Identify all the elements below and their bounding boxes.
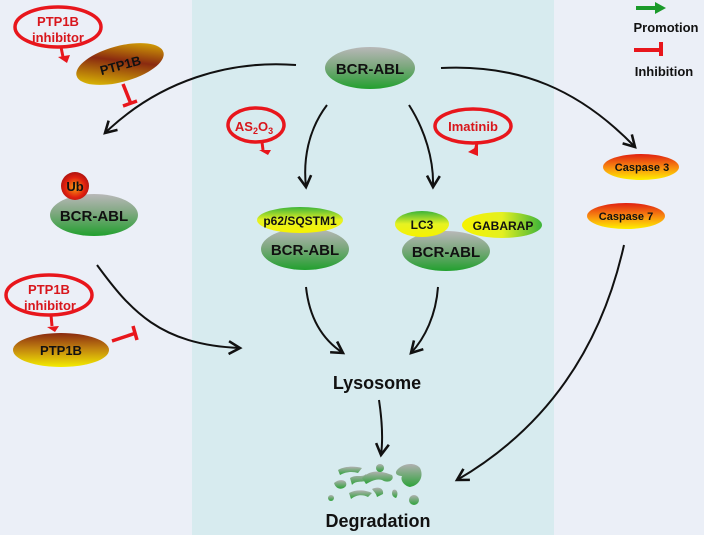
imatinib-label: Imatinib xyxy=(448,119,498,134)
inhibition-bar-icon xyxy=(121,83,138,108)
ub-label: Ub xyxy=(66,179,83,194)
bcr-abl-ub-label: BCR-ABL xyxy=(60,208,128,225)
promotion-arrow-icon xyxy=(636,2,666,14)
p62-label: p62/SQSTM1 xyxy=(263,214,337,228)
legend-inhibition-label: Inhibition xyxy=(635,64,694,79)
as2o3-inhibitor: AS2O3 xyxy=(226,106,286,155)
ptp1b-bottom-label: PTP1B xyxy=(40,343,82,358)
pathway-arrows xyxy=(96,63,637,482)
ptp1b-inhibitor-top-line2: inhibitor xyxy=(32,30,84,45)
ptp1b-inhibitor-bottom: PTP1B inhibitor xyxy=(4,273,94,332)
ptp1b-node-top: PTP1B xyxy=(76,43,164,85)
ptp1b-inhibitor-bottom-line2: inhibitor xyxy=(24,298,76,313)
arrow-bcrabl-to-lc3 xyxy=(408,104,441,190)
degradation-label: Degradation xyxy=(325,511,430,531)
lc3-label: LC3 xyxy=(411,218,434,232)
legend: Promotion Inhibition xyxy=(634,2,699,79)
inhibitor-arrow-icon xyxy=(468,142,479,156)
lc3-node: LC3 xyxy=(395,211,449,237)
legend-promotion-label: Promotion xyxy=(634,20,699,35)
arrow-bcrabl-to-p62 xyxy=(297,104,328,190)
degradation-fragments-icon xyxy=(328,464,422,505)
inhibitor-arrow-icon xyxy=(259,141,271,155)
caspase7-label: Caspase 7 xyxy=(599,211,653,223)
ptp1b-inhibitor-top: PTP1B inhibitor xyxy=(13,5,103,63)
ptp1b-inhibitor-top-line1: PTP1B xyxy=(37,14,79,29)
gabarap-label: GABARAP xyxy=(473,219,534,233)
p62-node: p62/SQSTM1 xyxy=(257,207,343,233)
ubiquitin-node: Ub xyxy=(61,172,89,200)
bcr-abl-lc3-node: BCR-ABL xyxy=(402,231,490,271)
arrow-bcrabl-to-ub xyxy=(103,63,297,135)
bcr-abl-p62-label: BCR-ABL xyxy=(271,242,339,259)
bcr-abl-ub-node: BCR-ABL xyxy=(50,194,138,236)
left-panel xyxy=(0,0,192,535)
ptp1b-inhibitor-bottom-line1: PTP1B xyxy=(28,282,70,297)
lysosome-label: Lysosome xyxy=(333,373,421,393)
bcr-abl-top-label: BCR-ABL xyxy=(336,61,404,78)
ptp1b-node-bottom: PTP1B xyxy=(13,333,109,367)
inhibition-bar-icon xyxy=(111,325,139,343)
inhibitor-arrow-icon xyxy=(47,314,59,332)
bcr-abl-lc3-label: BCR-ABL xyxy=(412,244,480,261)
as2o3-label: AS2O3 xyxy=(235,119,273,136)
caspase3-label: Caspase 3 xyxy=(615,162,669,174)
arrow-caspase7-to-degradation xyxy=(454,244,625,482)
caspase7-node: Caspase 7 xyxy=(587,203,665,229)
arrow-ub-to-lysosome xyxy=(96,264,243,356)
right-panel xyxy=(554,0,704,535)
inhibition-bar-icon xyxy=(634,42,663,56)
arrow-lc3-to-lysosome xyxy=(409,286,439,355)
arrow-lysosome-to-degradation xyxy=(374,399,390,458)
imatinib-inhibitor: Imatinib xyxy=(433,107,513,156)
bcr-abl-p62-node: BCR-ABL xyxy=(261,228,349,270)
arrow-bcrabl-to-caspase3 xyxy=(440,66,637,149)
caspase3-node: Caspase 3 xyxy=(603,154,679,180)
inhibitor-arrow-icon xyxy=(58,46,70,63)
arrow-p62-to-lysosome xyxy=(305,286,346,355)
gabarap-node: GABARAP xyxy=(462,212,542,238)
bcr-abl-node-top: BCR-ABL xyxy=(325,47,415,89)
center-panel xyxy=(192,0,554,535)
